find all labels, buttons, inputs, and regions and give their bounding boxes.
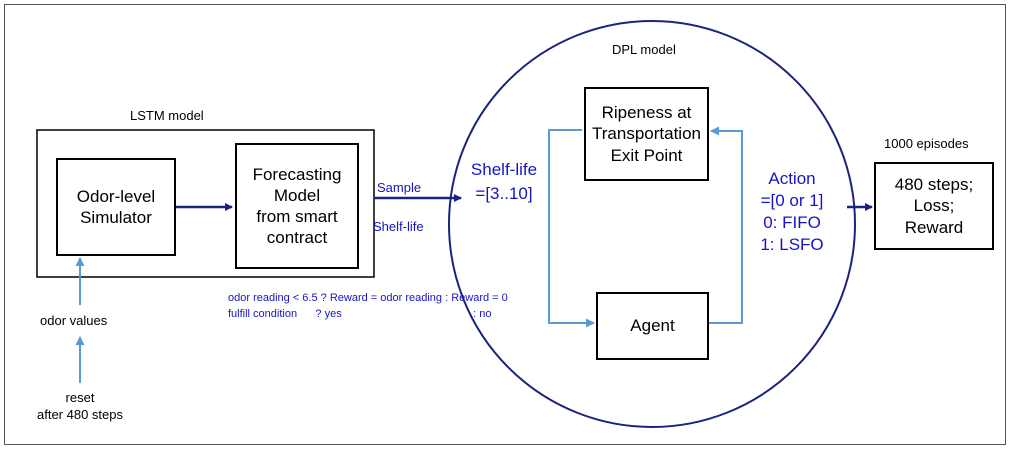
shelf-life-range-label: Shelf-life =[3..10] bbox=[470, 160, 538, 203]
results-box: 480 steps; Loss; Reward bbox=[874, 162, 994, 250]
odor-values-label: odor values bbox=[40, 313, 108, 328]
dpl-model-title: DPL model bbox=[612, 42, 676, 57]
odor-level-simulator-box: Odor-level Simulator bbox=[56, 158, 176, 256]
reset-label: reset after 480 steps bbox=[37, 390, 123, 422]
agent-box: Agent bbox=[596, 292, 709, 360]
condition-line-1: odor reading < 6.5 ? Reward = odor readi… bbox=[228, 292, 508, 304]
condition-line-2: fulfill condition ? yes : no bbox=[228, 308, 492, 320]
agent-label: Agent bbox=[630, 316, 675, 336]
ripeness-label: Ripeness at Transportation Exit Point bbox=[592, 103, 701, 165]
ripeness-box: Ripeness at Transportation Exit Point bbox=[584, 87, 709, 181]
dpl-model-circle bbox=[448, 20, 856, 428]
lstm-model-container bbox=[36, 129, 375, 278]
forecasting-model-box: Forecasting Model from smart contract bbox=[235, 143, 359, 269]
forecasting-model-label: Forecasting Model from smart contract bbox=[252, 164, 342, 248]
results-label: 480 steps; Loss; Reward bbox=[894, 175, 974, 237]
shelf-life-label: Shelf-life bbox=[373, 219, 424, 234]
agent-to-ripeness-loop bbox=[709, 126, 743, 324]
episodes-label: 1000 episodes bbox=[884, 136, 969, 151]
lstm-model-title: LSTM model bbox=[130, 108, 204, 123]
action-label: Action =[0 or 1] 0: FIFO 1: LSFO bbox=[760, 169, 824, 255]
odor-level-simulator-label: Odor-level Simulator bbox=[76, 186, 156, 227]
diagram-frame bbox=[4, 4, 1006, 445]
sample-label: Sample bbox=[377, 180, 422, 195]
ripeness-to-agent-loop bbox=[548, 129, 595, 328]
